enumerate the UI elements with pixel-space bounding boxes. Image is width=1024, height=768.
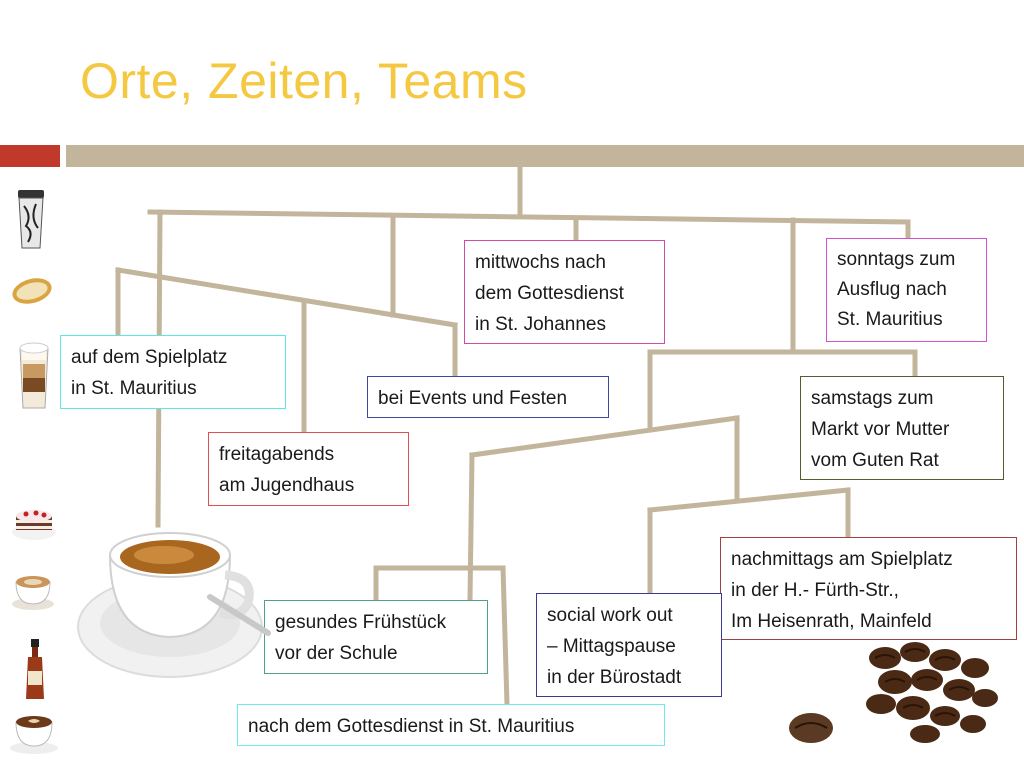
box-line: Markt vor Mutter	[811, 419, 950, 440]
box-gesundes-fruehstueck: gesundes Frühstück vor der Schule	[264, 600, 488, 674]
cappuccino-icon	[12, 576, 54, 610]
coffee-cup-icon	[18, 190, 44, 249]
box-line: Im Heisenrath, Mainfeld	[731, 611, 932, 632]
box-events-festen: bei Events und Festen	[367, 376, 609, 418]
box-line: in St. Mauritius	[71, 378, 197, 399]
box-freitagabends: freitagabends am Jugendhaus	[208, 432, 409, 506]
box-line: – Mittagspause	[547, 636, 676, 657]
box-sonntags: sonntags zum Ausflug nach St. Mauritius	[826, 238, 987, 342]
box-samstags: samstags zum Markt vor Mutter vom Guten …	[800, 376, 1004, 480]
latte-glass-icon	[19, 342, 49, 409]
box-line: Ausflug nach	[837, 279, 947, 300]
box-line: vor der Schule	[275, 643, 398, 664]
box-line: sonntags zum	[837, 249, 956, 270]
box-line: in der H.- Fürth-Str.,	[731, 580, 899, 601]
accent-bar-tan	[66, 145, 1024, 167]
espresso-cup-icon	[77, 532, 271, 678]
accent-bar-red	[0, 145, 60, 167]
box-line: vom Guten Rat	[811, 450, 939, 471]
box-gottesdienst-st-mauritius: nach dem Gottesdienst in St. Mauritius	[237, 704, 665, 746]
box-line: mittwochs nach	[475, 252, 606, 273]
box-line: nach dem Gottesdienst in St. Mauritius	[248, 716, 575, 737]
box-line: am Jugendhaus	[219, 475, 355, 496]
coffee-beans-icon	[789, 642, 998, 743]
box-line: nachmittags am Spielplatz	[731, 549, 953, 570]
box-line: social work out	[547, 605, 673, 626]
box-mittwochs: mittwochs nach dem Gottesdienst in St. J…	[464, 240, 665, 344]
box-line: St. Mauritius	[837, 309, 943, 330]
page-title: Orte, Zeiten, Teams	[80, 53, 528, 109]
box-nachmittags: nachmittags am Spielplatz in der H.- Für…	[720, 537, 1017, 640]
box-line: in St. Johannes	[475, 314, 606, 335]
coffee-mug-icon	[10, 716, 58, 754]
box-line: in der Bürostadt	[547, 667, 682, 688]
box-line: dem Gottesdienst	[475, 283, 624, 304]
cookie-icon	[12, 278, 52, 304]
cake-icon	[12, 510, 56, 540]
box-line: gesundes Frühstück	[275, 612, 447, 633]
box-line: samstags zum	[811, 388, 934, 409]
syrup-bottle-icon	[26, 639, 44, 699]
box-line: auf dem Spielplatz	[71, 347, 228, 368]
box-line: bei Events und Festen	[378, 388, 568, 409]
box-line: freitagabends	[219, 444, 335, 465]
box-spielplatz-st-mauritius: auf dem Spielplatz in St. Mauritius	[60, 335, 286, 409]
box-social-work-out: social work out – Mittagspause in der Bü…	[536, 593, 722, 697]
